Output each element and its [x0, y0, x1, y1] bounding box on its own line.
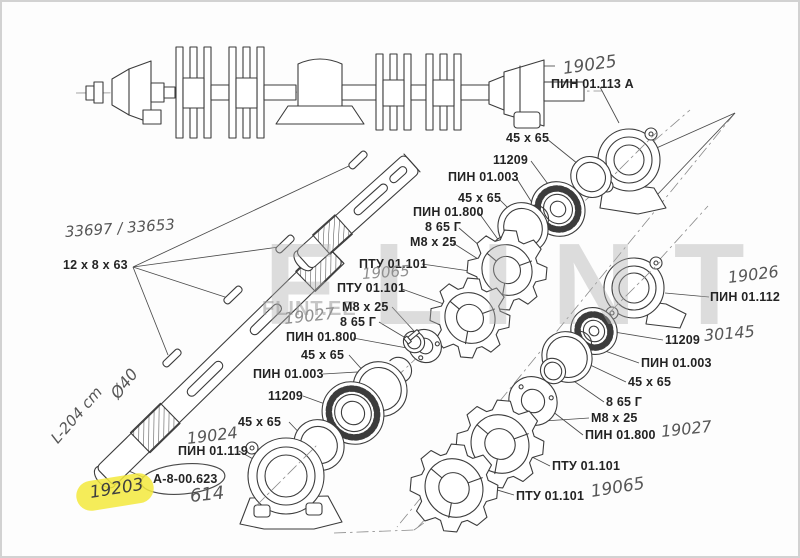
hand-19026: 19026	[726, 261, 780, 287]
label-8-65-g-ne: 8 65 Г	[425, 220, 462, 234]
key-12x8x63	[162, 348, 182, 368]
label-45x65-ne2: 45 x 65	[458, 191, 502, 205]
hand-19027-mid: 19027	[283, 303, 336, 328]
label-pin-01-003-ne: ПИН 01.003	[448, 170, 519, 184]
label-45x65-mid2: 45 x 65	[238, 415, 282, 429]
hand-l-204-cm: L-204 cm	[47, 383, 106, 447]
pillow-block-19024	[239, 437, 343, 530]
label-45x65-right: 45 x 65	[628, 375, 672, 389]
label-ptu-01-101-right2: ПТУ 01.101	[516, 489, 585, 503]
key-12x8x63	[223, 285, 243, 305]
hand-614: 614	[188, 482, 226, 507]
hand-19065-right: 19065	[589, 473, 646, 502]
label-45x65-mid1: 45 x 65	[301, 348, 345, 362]
flange-bearing-unit-19025	[597, 127, 667, 215]
sprocket-ptu-01-101	[409, 443, 499, 533]
label-45x65-ne1: 45 x 65	[506, 131, 550, 145]
label-key-12x8x63: 12 x 8 x 63	[63, 258, 128, 272]
label-11209-ne: 11209	[493, 153, 529, 167]
hand-19025: 19025	[561, 51, 618, 79]
label-a-8-00-623: A-8-00.623	[153, 472, 218, 486]
label-pin-01-800-mid: ПИН 01.800	[286, 330, 357, 344]
label-pin-01-800-right: ПИН 01.800	[585, 428, 656, 442]
label-8-65-g-mid: 8 65 Г	[340, 315, 377, 329]
label-pin-01-800-ne: ПИН 01.800	[413, 205, 484, 219]
assembled-shaft-view	[85, 46, 585, 139]
label-ptu-01-101-mid1: ПТУ 01.101	[359, 257, 428, 271]
sprocket-ptu-01-101	[429, 277, 511, 359]
label-m8x25-mid: М8 x 25	[342, 300, 389, 314]
label-m8x25-ne: М8 x 25	[410, 235, 457, 249]
hand-19203: 19203	[88, 474, 145, 503]
hand-d40: Ø40	[106, 364, 142, 403]
key-12x8x63	[348, 150, 368, 170]
ring-part	[539, 357, 567, 385]
sprocket-ptu-01-101	[466, 229, 548, 311]
label-pin-01-119: ПИН 01.119	[178, 444, 249, 458]
hand-33697-33653: 33697 / 33653	[64, 215, 176, 241]
label-11209-right: 11209	[665, 333, 701, 347]
hand-19027-right: 19027	[660, 416, 713, 441]
label-ptu-01-101-right1: ПТУ 01.101	[552, 459, 621, 473]
label-m8x25-right: М8 x 25	[591, 411, 638, 425]
label-8-65-g-right: 8 65 Г	[606, 395, 643, 409]
label-ptu-01-101-mid2: ПТУ 01.101	[337, 281, 406, 295]
shaft-long-33653	[293, 153, 421, 272]
key-12x8x63	[275, 234, 295, 254]
label-pin-01-113a: ПИН 01.113 А	[551, 77, 634, 91]
label-pin-01-003-right: ПИН 01.003	[641, 356, 712, 370]
exploded-parts-chains	[293, 155, 618, 533]
shaft-long-33697	[93, 242, 345, 489]
label-11209-mid: 11209	[268, 389, 304, 403]
bolt-m8x25	[403, 329, 420, 345]
hand-30145: 30145	[703, 321, 756, 345]
hand-19065-mid: 19065	[361, 261, 411, 283]
label-pin-01-112: ПИН 01.112	[710, 290, 781, 304]
label-pin-01-003-mid: ПИН 01.003	[253, 367, 324, 381]
